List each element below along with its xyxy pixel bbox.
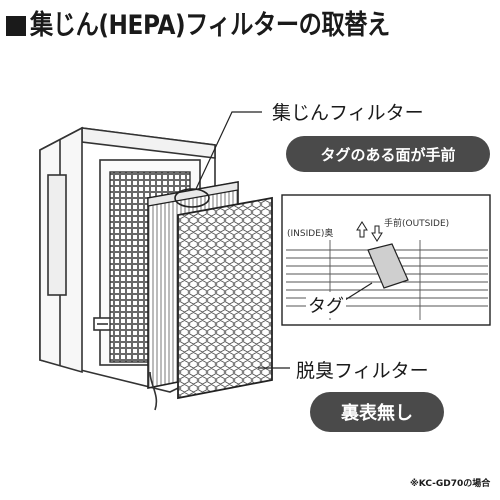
label-tag: タグ [306, 292, 346, 318]
badge-reversible: 裏表無し [310, 392, 444, 432]
square-bullet-icon [6, 16, 26, 36]
badge-tag-side-front: タグのある面が手前 [286, 136, 490, 172]
tag-shape [367, 243, 409, 289]
direction-arrows-icon [356, 221, 383, 242]
inset-label-outside: 手前(OUTSIDE) [384, 219, 450, 229]
tag-highlight-ellipse [174, 188, 210, 208]
deodorizing-filter-panel [177, 196, 273, 400]
model-footnote: ※KC-GD70の場合 [410, 479, 491, 489]
label-deodorizing-filter: 脱臭フィルター [296, 360, 429, 382]
inset-label-inside: (INSIDE)奥 [287, 229, 334, 239]
leader-line-dust-filter [195, 111, 262, 190]
label-dust-filter: 集じんフィルター [272, 102, 424, 124]
power-cord [149, 371, 158, 411]
page-title: 集じん(HEPA)フィルターの取替え [6, 4, 448, 48]
